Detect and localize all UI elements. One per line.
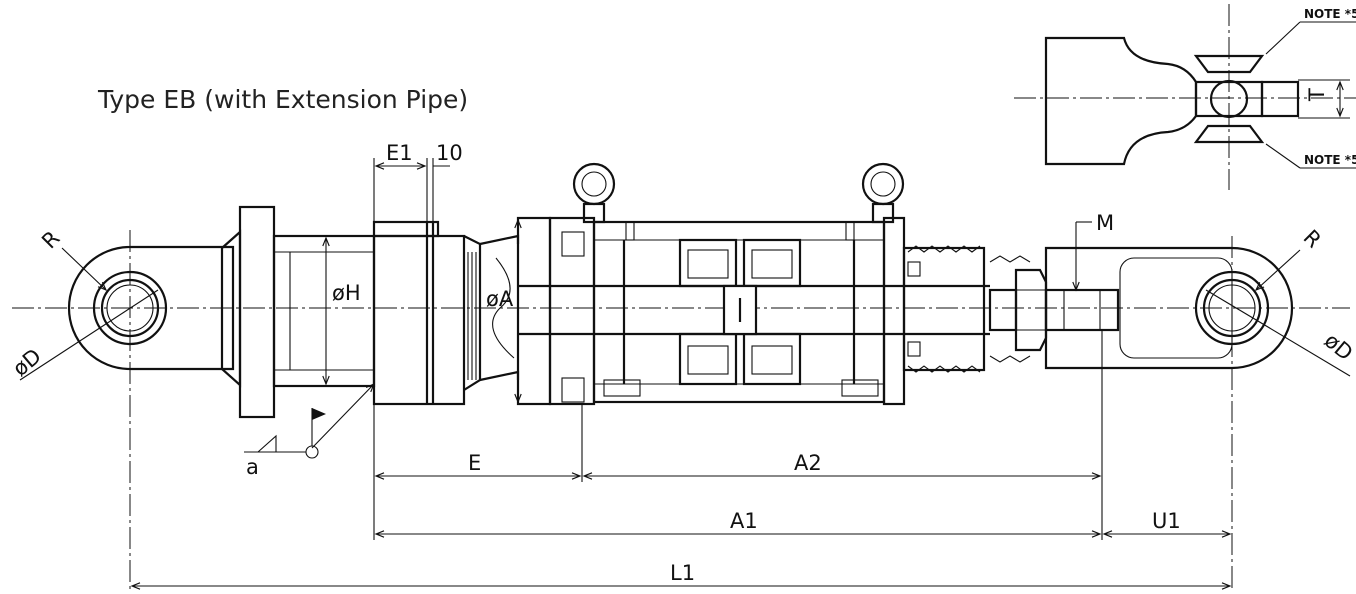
dim-u1: U1 [1152,509,1181,533]
dim-a1-group: A1 [374,509,1102,538]
dim-h: øH [332,281,361,305]
eyebolt-left [572,162,616,224]
weld-a-label: a [246,455,259,479]
dim-r-right: R [1299,225,1326,252]
dim-e: E [468,451,481,475]
dim-r-d-left: R øD [8,226,159,381]
cylinder-body [516,216,1031,406]
right-clevis-eye [1044,236,1294,590]
extension-lines [373,330,1103,540]
dim-a2-group: A2 [582,451,1102,480]
drawing-title: Type EB (with Extension Pipe) [97,85,468,114]
extension-pipe [372,220,520,406]
inset-detail-view: T NOTE *5 NOTE *5 [1014,4,1356,190]
dim-a2: A2 [794,451,822,475]
dim-e1: E1 [386,141,413,165]
dim-h-group: øH [322,236,361,386]
dim-10: 10 [436,141,463,165]
rod-nut [988,268,1120,352]
dim-e1-group: E1 10 [373,141,463,222]
dim-t: T [1305,88,1329,102]
left-flange [220,205,376,419]
dim-d-right: øD [1320,328,1356,365]
dim-l1-group: L1 [130,561,1232,590]
dim-l1: L1 [670,561,695,585]
weld-symbol: a [244,382,376,479]
dim-a: øA [486,287,514,311]
dim-a-group: øA [486,218,522,404]
dim-m: M [1096,211,1114,235]
left-clevis-eye [67,230,235,590]
dim-a1: A1 [730,509,758,533]
eyebolt-right [861,162,905,224]
note-top: NOTE *5 [1304,7,1356,21]
dim-m-group: M [1072,211,1114,292]
note-bottom: NOTE *5 [1304,153,1356,167]
dim-d-left: øD [8,344,46,381]
dim-e-group: E [374,451,582,480]
dim-u1-group: U1 [1102,509,1232,538]
dim-r-left: R [37,226,64,253]
